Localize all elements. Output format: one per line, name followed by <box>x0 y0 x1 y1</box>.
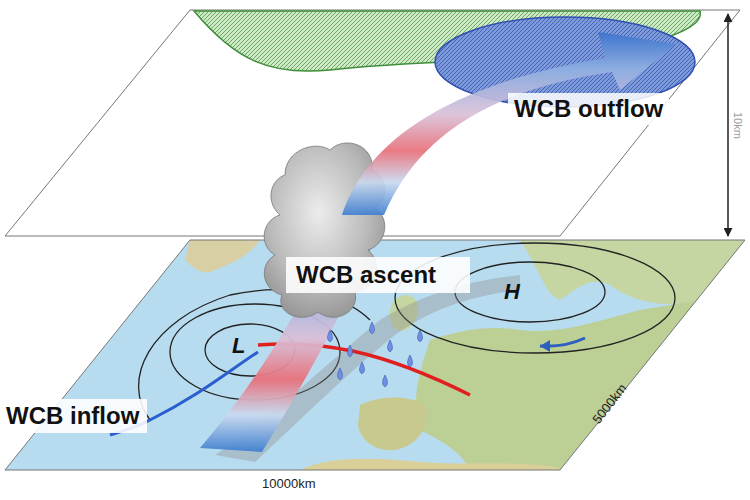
flow-label: WCB inflow <box>2 399 147 433</box>
pressure-symbol: L <box>232 333 245 358</box>
flow-label: WCB ascent <box>286 257 470 293</box>
dimension-label: 10000km <box>262 477 315 492</box>
pressure-symbol: H <box>504 279 520 304</box>
dimension-label: 10km <box>731 112 744 139</box>
flow-label: WCB outflow <box>508 93 669 125</box>
